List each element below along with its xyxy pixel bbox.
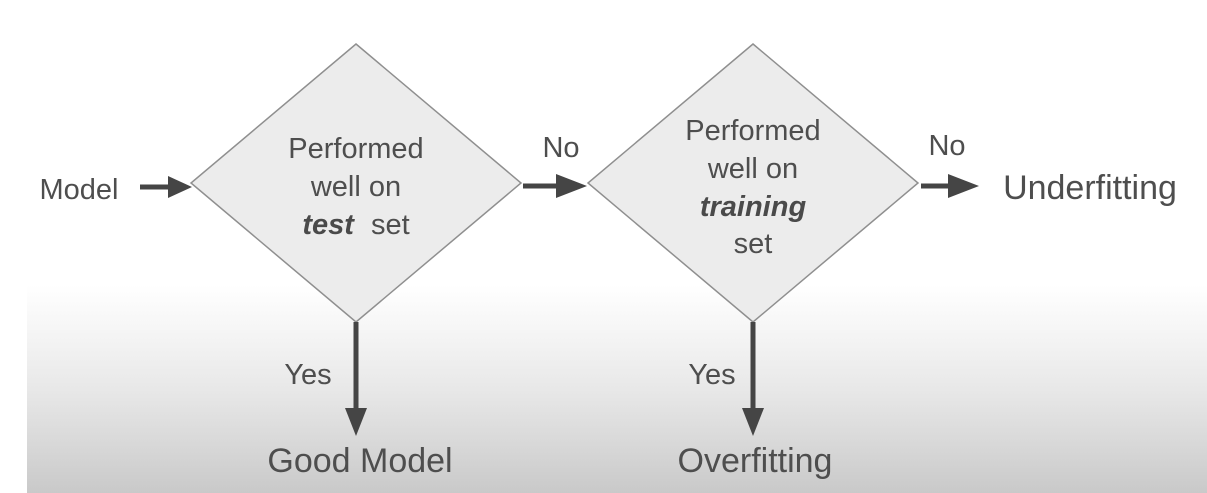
diamond-test-line3: test set	[302, 209, 409, 241]
good-model-label: Good Model	[267, 442, 452, 480]
diamond-training-line1: Performed	[685, 115, 820, 147]
bottom-gradient	[27, 285, 1207, 493]
arrow-test-to-good-model-head	[345, 408, 367, 436]
diamond-test-emphasized-word: test	[302, 209, 355, 241]
underfitting-label: Underfitting	[1003, 169, 1177, 207]
model-label: Model	[40, 174, 119, 206]
arrow-model-to-test	[140, 176, 192, 198]
arrow-test-to-training-head	[556, 174, 587, 198]
arrow-test-to-training	[523, 174, 587, 198]
diamond-test-text: Performed well on test set	[288, 133, 423, 241]
arrow-model-to-test-head	[168, 176, 192, 198]
arrow-training-to-underfitting	[921, 174, 979, 198]
arrow-training-to-underfitting-head	[948, 174, 979, 198]
diamond-training-text: Performed well on training set	[685, 115, 820, 260]
edge-label-test-no: No	[542, 132, 579, 164]
edge-label-training-yes: Yes	[688, 359, 735, 391]
diamond-test-line1: Performed	[288, 133, 423, 165]
diamond-training-line4: set	[734, 228, 773, 260]
diamond-test-trailing-word: set	[371, 209, 410, 241]
arrow-test-to-good-model	[345, 322, 367, 436]
edge-label-training-no: No	[928, 130, 965, 162]
diamond-test-line2: well on	[310, 171, 401, 203]
diamond-training-line2: well on	[707, 153, 798, 185]
edge-label-test-yes: Yes	[284, 359, 331, 391]
arrow-training-to-overfitting	[742, 322, 764, 436]
overfitting-label: Overfitting	[678, 442, 833, 480]
diamond-training-emphasized-word: training	[700, 191, 807, 223]
arrow-training-to-overfitting-head	[742, 408, 764, 436]
